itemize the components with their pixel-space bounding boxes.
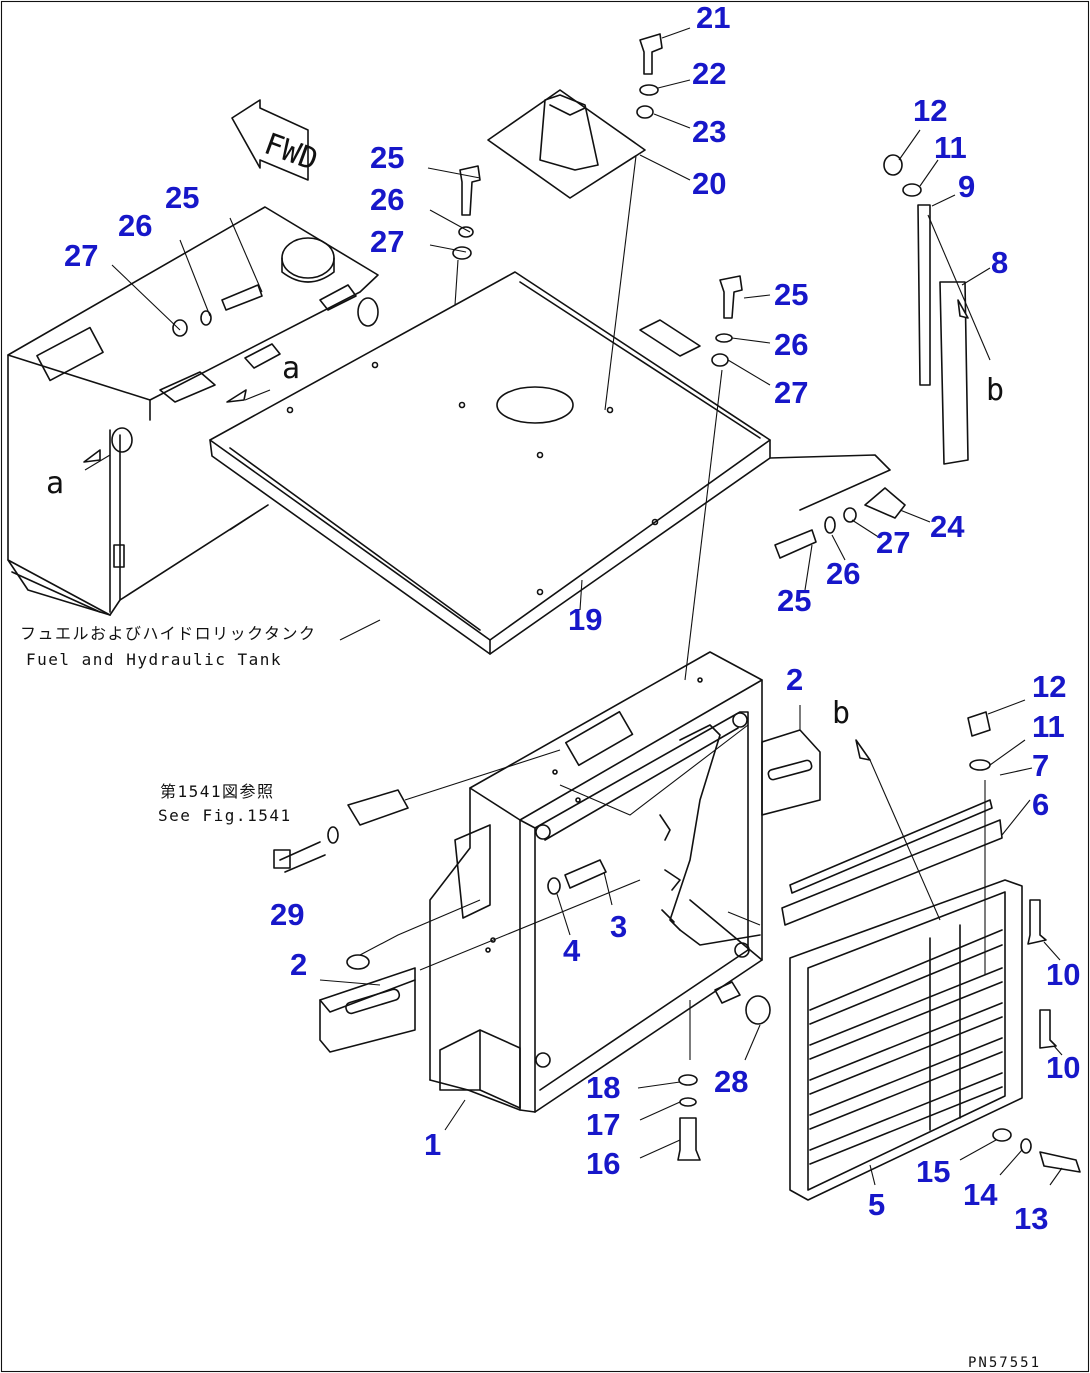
callout-1: 1 (424, 1127, 441, 1162)
callout-11: 11 (1032, 709, 1065, 744)
tank-note-en: Fuel and Hydraulic Tank (26, 650, 282, 669)
fuel-hydraulic-tank (7, 206, 379, 616)
callout-8: 8 (991, 245, 1008, 280)
callout-labels: 21 22 23 20 25 26 27 25 26 27 25 26 27 2… (64, 0, 1080, 1236)
view-letters: a a b b (46, 351, 1004, 731)
callout-27: 27 (774, 375, 808, 410)
callout-7: 7 (1032, 748, 1049, 783)
reference-bolt-assembly (273, 789, 409, 873)
tank-note-jp: フュエルおよびハイドロリックタンク (20, 624, 317, 643)
callout-23: 23 (692, 114, 726, 149)
callout-6: 6 (1032, 787, 1049, 822)
callout-25: 25 (165, 180, 199, 215)
callout-12: 12 (913, 93, 947, 128)
callout-13: 13 (1014, 1201, 1048, 1236)
view-letter-a: a (46, 466, 64, 501)
callout-26: 26 (774, 327, 808, 362)
callout-15: 15 (916, 1154, 950, 1189)
callout-2: 2 (290, 947, 307, 982)
callout-14: 14 (963, 1177, 998, 1212)
callout-28: 28 (714, 1064, 748, 1099)
callout-10: 10 (1046, 957, 1080, 992)
notes: フュエルおよびハイドロリックタンク Fuel and Hydraulic Tan… (20, 624, 1041, 1371)
side-plate-9 (917, 204, 931, 386)
main-frame (429, 651, 763, 1113)
callout-24: 24 (930, 509, 965, 544)
reference-note-jp: 第1541図参照 (160, 782, 275, 801)
callout-9: 9 (958, 169, 975, 204)
drawing-code: PN57551 (968, 1355, 1041, 1371)
callout-21: 21 (696, 0, 730, 35)
view-letter-b: b (832, 696, 850, 731)
grille-panel (789, 879, 1023, 1201)
callout-2: 2 (786, 662, 803, 697)
callout-3: 3 (610, 909, 627, 944)
floor-plate (209, 271, 891, 655)
callout-25: 25 (370, 140, 404, 175)
fwd-label: FWD (259, 127, 322, 178)
callout-19: 19 (568, 602, 602, 637)
callout-20: 20 (692, 166, 726, 201)
callout-25: 25 (777, 583, 811, 618)
callout-29: 29 (270, 897, 304, 932)
fwd-arrow-icon: FWD (231, 99, 322, 181)
reference-note-en: See Fig.1541 (158, 806, 292, 825)
pedestal-plate (487, 89, 646, 199)
callout-12: 12 (1032, 669, 1066, 704)
callout-18: 18 (586, 1070, 620, 1105)
side-bracket-upper (761, 729, 821, 816)
callout-11: 11 (934, 130, 967, 165)
callout-16: 16 (586, 1146, 620, 1181)
view-arrows (83, 299, 969, 761)
callout-26: 26 (118, 208, 152, 243)
top-cover (781, 799, 1003, 926)
callout-26: 26 (826, 556, 860, 591)
callout-17: 17 (586, 1107, 620, 1142)
callout-26: 26 (370, 182, 404, 217)
callout-25: 25 (774, 277, 808, 312)
callout-4: 4 (563, 933, 581, 968)
view-letter-a: a (282, 351, 300, 386)
callout-22: 22 (692, 56, 726, 91)
side-bracket-lower (319, 967, 416, 1053)
callout-27: 27 (64, 238, 98, 273)
view-letter-b: b (986, 373, 1004, 408)
callout-5: 5 (868, 1187, 885, 1222)
hardware-parts (172, 33, 1081, 1173)
leader-lines (84, 27, 1063, 1186)
callout-27: 27 (876, 525, 910, 560)
callout-27: 27 (370, 224, 404, 259)
callout-10: 10 (1046, 1050, 1080, 1085)
